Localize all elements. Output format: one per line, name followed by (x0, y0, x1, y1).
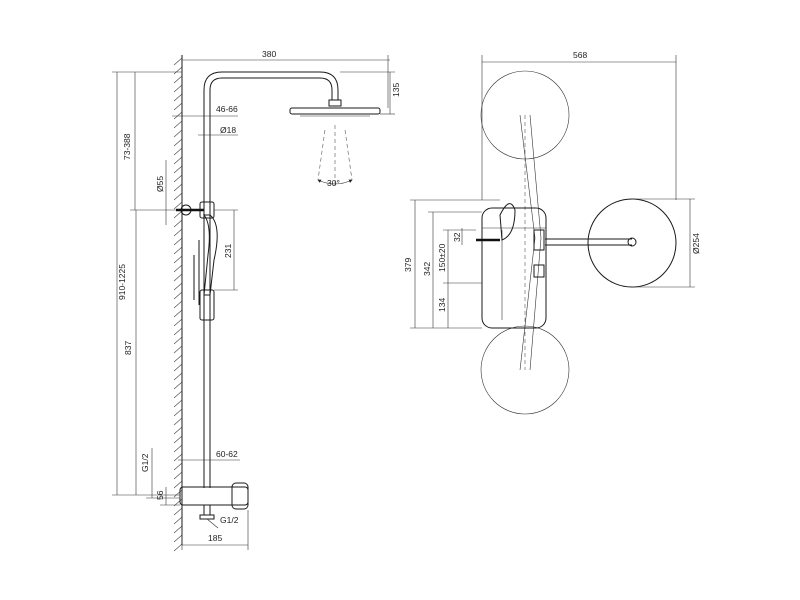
side-view: 380 135 46-66 Ø18 73-388 Ø5 (112, 49, 401, 552)
dim-dia-254: Ø254 (632, 198, 701, 288)
shower-arm (203, 71, 342, 107)
dim-342: 342 (422, 211, 482, 328)
dim-g12-left: G1/2 (140, 448, 180, 499)
front-view: 568 379 342 150±20 32 (403, 50, 701, 415)
dim-60-62: 60-62 (178, 449, 240, 461)
hand-shower (176, 201, 218, 321)
label-134: 134 (437, 298, 447, 312)
label-379: 379 (403, 258, 413, 272)
label-342: 342 (422, 262, 432, 276)
label-dia-55: Ø55 (155, 176, 165, 192)
label-568: 568 (573, 50, 587, 60)
dim-56: 56 (155, 487, 180, 506)
dim-837: 837 (123, 210, 137, 495)
label-g12-left: G1/2 (140, 453, 150, 472)
wall (173, 55, 183, 552)
label-dia-254: Ø254 (691, 233, 701, 254)
label-231: 231 (223, 244, 233, 258)
dim-568: 568 (481, 50, 677, 200)
dim-379: 379 (403, 199, 500, 329)
label-dia-18: Ø18 (220, 125, 236, 135)
dim-150: 150±20 (437, 229, 482, 284)
dim-231: 231 (214, 209, 238, 291)
thermostatic-mixer (179, 482, 249, 520)
overhead-shower-circle (587, 198, 677, 288)
label-spray-angle: 30° (327, 178, 340, 188)
label-910-1225: 910-1225 (117, 264, 127, 300)
dim-134: 134 (437, 283, 449, 328)
overhead-shower-head (289, 107, 381, 185)
dim-dia-55: Ø55 (155, 160, 167, 225)
label-135: 135 (391, 83, 401, 97)
dim-dia-18: Ø18 (198, 125, 238, 136)
dim-73-388: 73-388 (122, 71, 182, 211)
label-837: 837 (123, 341, 133, 355)
label-46-66: 46-66 (216, 104, 238, 114)
label-60-62: 60-62 (216, 449, 238, 459)
label-185: 185 (208, 533, 222, 543)
dim-135: 135 (340, 71, 401, 115)
riser-pipe (203, 90, 211, 488)
mixer-front (476, 203, 547, 329)
label-32: 32 (452, 232, 462, 242)
label-73-388: 73-388 (122, 133, 132, 160)
dim-910-1225: 910-1225 (112, 71, 180, 496)
label-g12-bottom: G1/2 (220, 515, 239, 525)
label-56: 56 (155, 490, 165, 500)
dim-46-66: 46-66 (172, 104, 238, 117)
dim-380: 380 (182, 49, 390, 108)
label-150: 150±20 (437, 243, 447, 272)
dim-185: 185 (181, 510, 249, 550)
label-380: 380 (262, 49, 276, 59)
dim-g12-bottom: G1/2 (206, 515, 239, 529)
dim-32: 32 (452, 228, 463, 245)
